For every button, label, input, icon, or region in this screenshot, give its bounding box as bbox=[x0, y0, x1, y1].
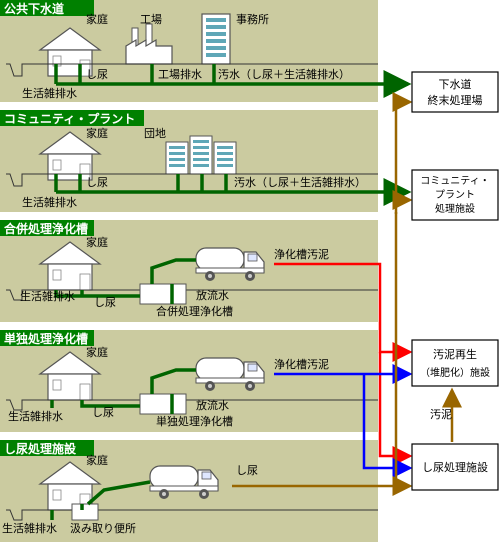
single-septic-tank-icon bbox=[139, 393, 187, 415]
blue-flow-to-night-soil bbox=[362, 374, 413, 478]
house-label: 家庭 bbox=[86, 235, 108, 249]
house-label: 家庭 bbox=[86, 345, 108, 359]
label-pit-toilet: 汲み取り便所 bbox=[70, 522, 136, 535]
complex-label: 団地 bbox=[144, 127, 166, 140]
label-urine: し尿 bbox=[86, 68, 108, 81]
combined-septic-tank-icon bbox=[139, 283, 187, 305]
facility-line: 処理施設 bbox=[435, 202, 475, 215]
label-urine: し尿 bbox=[236, 464, 258, 477]
office-label: 事務所 bbox=[236, 12, 269, 26]
red-flow-to-night-soil bbox=[378, 352, 413, 466]
label-factory-drain: 工場排水 bbox=[158, 67, 202, 81]
section-title: 公共下水道 bbox=[4, 1, 64, 16]
flow-lines bbox=[232, 92, 462, 496]
septic-pipes bbox=[54, 258, 196, 304]
facility-line: し尿処理施設 bbox=[422, 460, 488, 474]
label-gray-water: 生活雑排水 bbox=[20, 289, 75, 303]
section-public-sewer: 公共下水道 家庭 工場 事務所 し尿 工場排水 汚水（し bbox=[0, 0, 412, 102]
label-tank: 合併処理浄化槽 bbox=[156, 304, 233, 318]
section-title: し尿処理施設 bbox=[4, 441, 77, 456]
label-gray-water: 生活雑排水 bbox=[8, 409, 63, 423]
return-sludge-label: 汚泥 bbox=[430, 408, 452, 421]
section-title: コミュニティ・プラント bbox=[4, 111, 135, 126]
label-sludge: 浄化槽汚泥 bbox=[274, 357, 329, 371]
facility-line: 下水道 bbox=[439, 77, 472, 91]
label-gray-water: 生活雑排水 bbox=[22, 86, 77, 100]
section-title-bg bbox=[0, 330, 94, 346]
label-urine: し尿 bbox=[86, 176, 108, 189]
septic-pipes bbox=[50, 368, 196, 414]
facility-line: プラント bbox=[435, 189, 475, 201]
section-combined-septic: 合併処理浄化槽 家庭 生活雑排水 し尿 放流水 合併処理浄化槽 浄化槽汚泥 bbox=[0, 220, 378, 322]
drain-pipes bbox=[50, 480, 151, 520]
section-title-bg bbox=[0, 110, 144, 126]
label-discharge: 放流水 bbox=[196, 398, 229, 412]
label-gray-water: 生活雑排水 bbox=[22, 195, 77, 209]
section-title-bg bbox=[0, 440, 94, 456]
sewer-pipes bbox=[54, 64, 412, 98]
factory-icon bbox=[125, 23, 173, 65]
facility-line: コミュニティ・ bbox=[420, 176, 489, 187]
facility-sewage-plant: 下水道 終末処理場 bbox=[411, 71, 499, 113]
house-label: 家庭 bbox=[86, 126, 108, 140]
facility-line: （堆肥化）施設 bbox=[420, 366, 490, 379]
factory-label: 工場 bbox=[140, 13, 162, 26]
house-label: 家庭 bbox=[86, 453, 108, 467]
facility-community-plant: コミュニティ・ プラント 処理施設 bbox=[411, 169, 499, 221]
section-night-soil: し尿処理施設 家庭 生活雑排水 汲み取り便所 し尿 bbox=[0, 440, 378, 542]
section-title-bg bbox=[0, 0, 94, 16]
label-urine: し尿 bbox=[92, 406, 114, 419]
facility-sludge-recycle: 汚泥再生 （堆肥化）施設 bbox=[411, 339, 499, 387]
label-discharge: 放流水 bbox=[196, 288, 229, 302]
label-sludge: 浄化槽汚泥 bbox=[274, 247, 329, 261]
apartment-complex-icon bbox=[165, 135, 237, 175]
section-single-septic: 単独処理浄化槽 家庭 生活雑排水 し尿 放流水 単独処理浄化槽 浄化槽汚泥 bbox=[0, 330, 378, 432]
label-sewage: 汚水（し尿＋生活雑排水） bbox=[234, 175, 366, 189]
label-urine: し尿 bbox=[94, 296, 116, 309]
facility-line: 終末処理場 bbox=[428, 93, 483, 107]
house-label: 家庭 bbox=[86, 12, 108, 26]
brown-flow-to-sewer-plant bbox=[392, 92, 413, 486]
label-tank: 単独処理浄化槽 bbox=[156, 414, 233, 428]
section-title: 単独処理浄化槽 bbox=[4, 331, 88, 346]
label-sewage: 汚水（し尿＋生活雑排水） bbox=[218, 67, 350, 81]
office-building-icon bbox=[201, 13, 231, 65]
label-gray-water: 生活雑排水 bbox=[2, 521, 57, 535]
pit-toilet-icon bbox=[71, 503, 99, 521]
section-title: 合併処理浄化槽 bbox=[4, 221, 88, 236]
section-community-plant: コミュニティ・プラント 家庭 団地 し尿 汚水（し尿＋生活雑排水） 生活雑排水 bbox=[0, 110, 412, 212]
facility-line: 汚泥再生 bbox=[433, 347, 477, 361]
community-pipes bbox=[54, 174, 412, 206]
section-title-bg bbox=[0, 220, 94, 236]
facility-night-soil: し尿処理施設 bbox=[411, 443, 499, 491]
